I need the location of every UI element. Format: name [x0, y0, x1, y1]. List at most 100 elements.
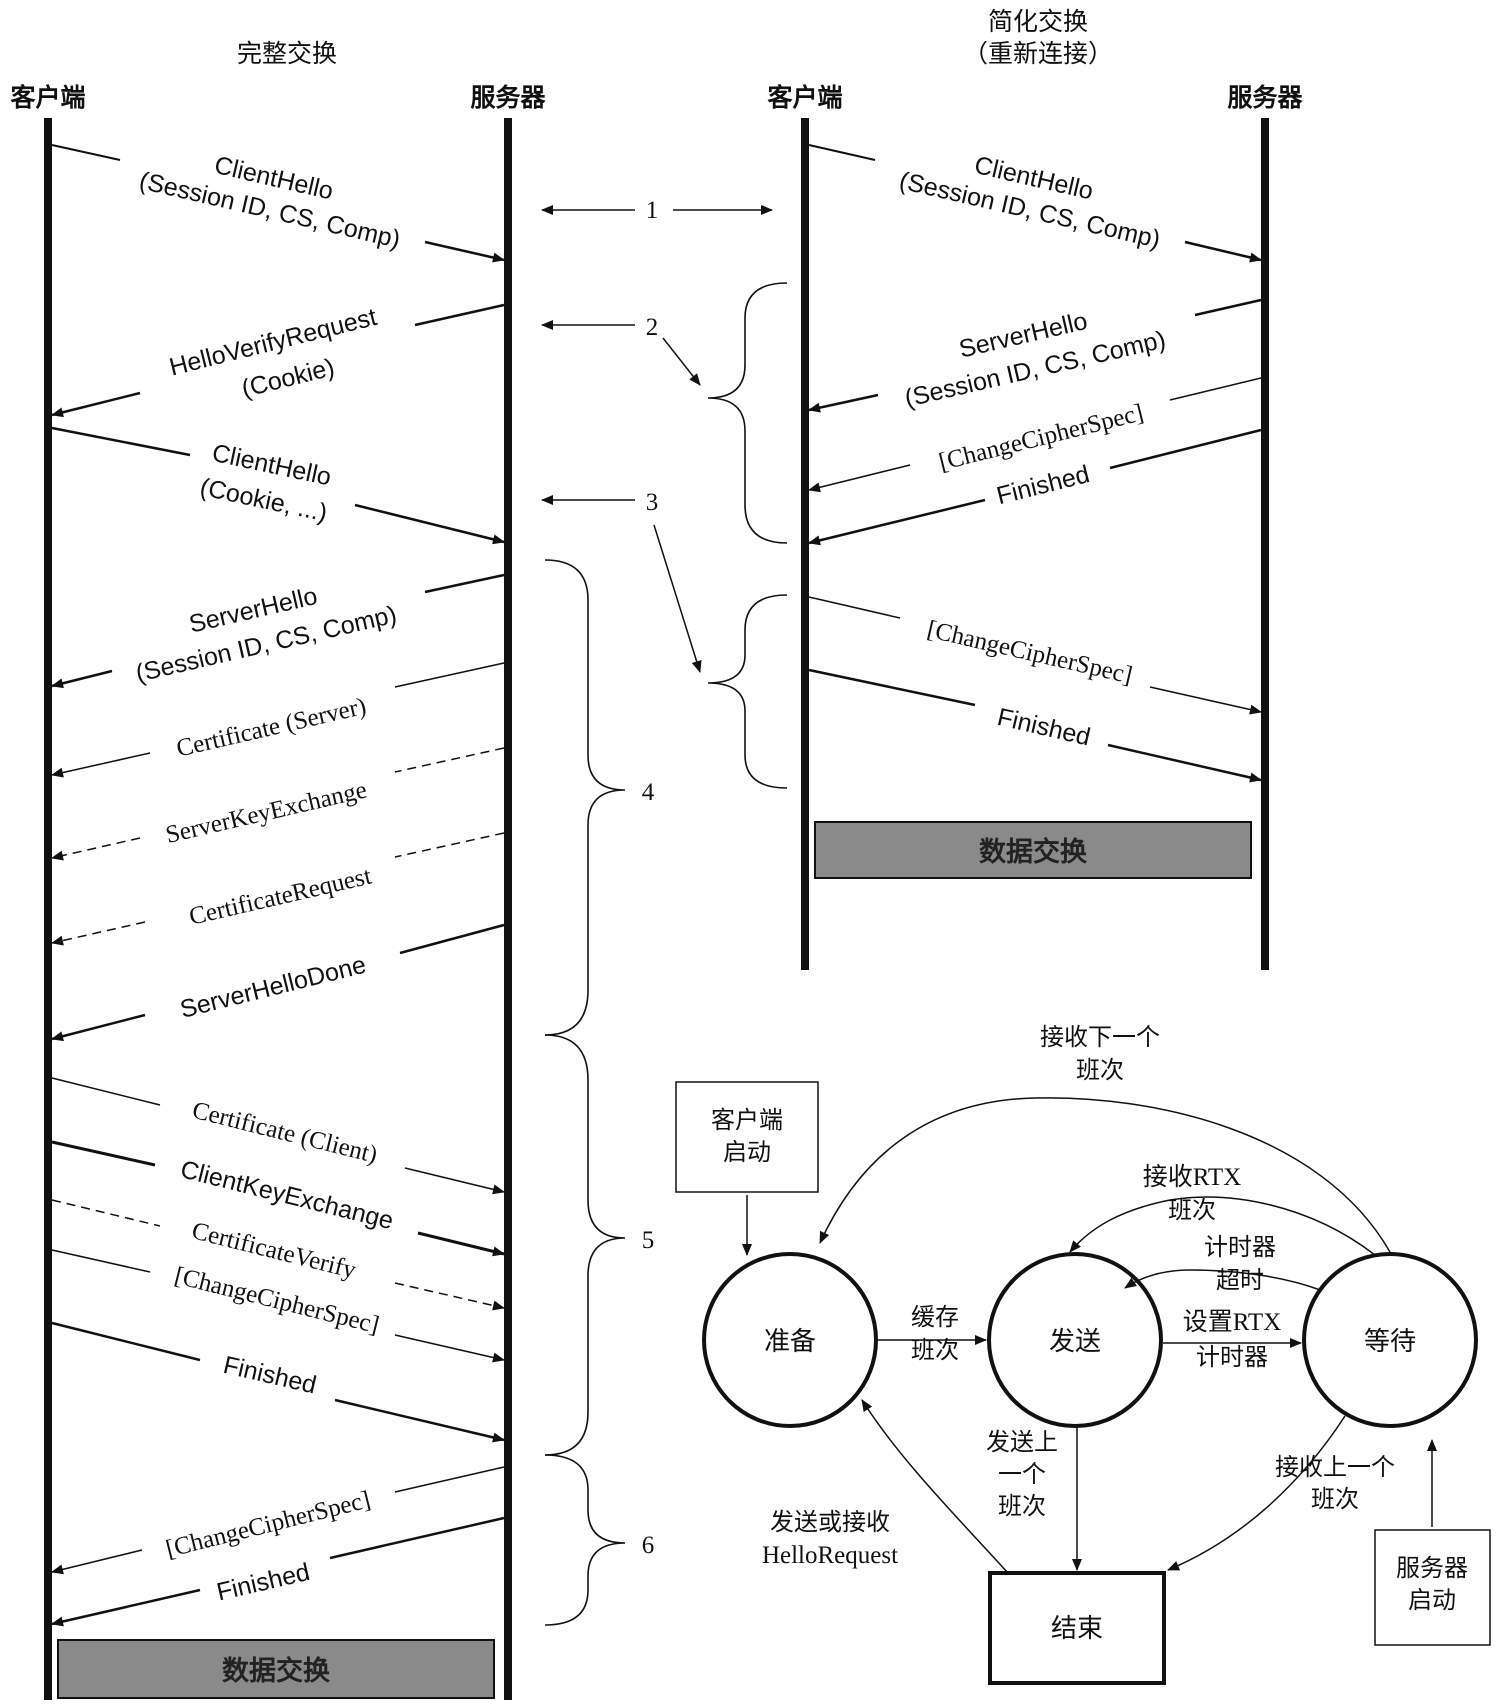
svg-text:发送上: 发送上: [986, 1428, 1058, 1456]
client-start-box: 客户端 启动: [675, 1081, 819, 1193]
server-start-box: 服务器 启动: [1374, 1529, 1491, 1646]
svg-text:等待: 等待: [1364, 1327, 1416, 1357]
label-receive-rtx-flight: 接收RTX 班次: [1143, 1163, 1242, 1224]
flight-number-1: 1: [541, 197, 773, 224]
svg-text:设置RTX: 设置RTX: [1183, 1308, 1282, 1336]
label-send-last-flight: 发送上 一个 班次: [986, 1428, 1058, 1520]
flight-number-2: 2: [541, 314, 701, 386]
brace-abbr-flight-3: [707, 594, 788, 789]
full-msg-change-cipher-spec-client: [ChangeCipherSpec]: [51, 1249, 505, 1363]
full-client-label: 客户端: [10, 83, 85, 112]
abbr-msg-client-hello: ClientHello (Session ID, CS, Comp): [808, 144, 1262, 263]
edge-wait-prepare: [819, 1097, 1391, 1253]
svg-text:班次: 班次: [911, 1336, 959, 1364]
svg-text:CertificateRequest: CertificateRequest: [187, 863, 374, 931]
flight-number-4: 4: [642, 779, 655, 806]
svg-text:结束: 结束: [1051, 1614, 1103, 1644]
label-hello-request: 发送或接收 HelloRequest: [762, 1508, 898, 1569]
svg-text:班次: 班次: [1168, 1196, 1216, 1224]
full-msg-change-cipher-spec-server: [ChangeCipherSpec]: [51, 1466, 505, 1575]
svg-text:发送: 发送: [1049, 1327, 1101, 1357]
svg-text:接收上一个: 接收上一个: [1275, 1453, 1395, 1481]
full-data-exchange-box: 数据交换: [57, 1639, 495, 1699]
svg-text:Certificate (Server): Certificate (Server): [174, 693, 369, 763]
svg-text:接收RTX: 接收RTX: [1143, 1163, 1242, 1191]
svg-text:启动: 启动: [723, 1138, 771, 1166]
svg-text:计时器: 计时器: [1204, 1233, 1276, 1261]
svg-text:Certificate (Client): Certificate (Client): [190, 1097, 380, 1169]
full-server-label: 服务器: [470, 83, 546, 112]
full-msg-client-hello: ClientHello (Session ID, CS, Comp): [51, 144, 505, 263]
brace-flight-5: [544, 1034, 626, 1456]
svg-text:[ChangeCipherSpec]: [ChangeCipherSpec]: [936, 399, 1146, 476]
svg-text:Finished: Finished: [994, 460, 1092, 510]
brace-abbr-flight-2: [707, 282, 788, 544]
svg-text:接收下一个: 接收下一个: [1040, 1023, 1160, 1051]
abbr-exchange-title: 简化交换: [988, 7, 1088, 36]
full-msg-finished-client: Finished: [51, 1321, 505, 1443]
label-timer-expires: 计时器 超时: [1204, 1233, 1276, 1294]
svg-text:数据交换: 数据交换: [979, 836, 1088, 868]
svg-text:班次: 班次: [1076, 1056, 1124, 1084]
full-msg-hello-verify-request: HelloVerifyRequest (Cookie): [51, 303, 505, 418]
braces: [544, 282, 788, 1626]
svg-text:1: 1: [646, 197, 659, 224]
abbr-data-exchange-box: 数据交换: [814, 821, 1252, 879]
edge-timer-expires: [1124, 1269, 1321, 1291]
svg-text:HelloRequest: HelloRequest: [762, 1542, 898, 1569]
edge-recv-rtx: [1069, 1196, 1376, 1256]
svg-text:ServerKeyExchange: ServerKeyExchange: [163, 776, 369, 849]
flight-number-5: 5: [642, 1227, 655, 1254]
svg-text:[ChangeCipherSpec]: [ChangeCipherSpec]: [925, 616, 1135, 689]
svg-text:发送或接收: 发送或接收: [770, 1508, 890, 1536]
svg-text:缓存: 缓存: [911, 1303, 959, 1331]
svg-text:启动: 启动: [1408, 1586, 1456, 1614]
full-msg-server-key-exchange: ServerKeyExchange: [51, 747, 505, 861]
full-msg-client-hello-cookie: ClientHello (Cookie, ...): [51, 426, 505, 545]
svg-text:班次: 班次: [1311, 1485, 1359, 1513]
full-exchange-title: 完整交换: [237, 39, 337, 68]
full-msg-certificate-server: Certificate (Server): [51, 662, 505, 778]
svg-text:一个: 一个: [998, 1460, 1046, 1488]
svg-text:计时器: 计时器: [1196, 1343, 1268, 1371]
svg-text:准备: 准备: [764, 1327, 816, 1357]
label-receive-next-flight: 接收下一个 班次: [1040, 1023, 1160, 1084]
svg-text:数据交换: 数据交换: [222, 1655, 331, 1687]
full-msg-server-hello-done: ServerHelloDone: [51, 923, 505, 1042]
svg-text:Finished: Finished: [214, 1558, 312, 1607]
abbr-client-label: 客户端: [767, 83, 842, 112]
svg-text:Finished: Finished: [995, 703, 1093, 752]
svg-text:2: 2: [646, 314, 659, 341]
svg-text:Finished: Finished: [221, 1351, 319, 1400]
edge-wait-finish: [1167, 1415, 1346, 1571]
label-set-rtx-timer: 设置RTX 计时器: [1183, 1308, 1282, 1371]
edge-finish-prepare: [861, 1399, 1009, 1574]
svg-text:服务器: 服务器: [1396, 1554, 1468, 1582]
state-send: 发送: [987, 1252, 1163, 1428]
svg-text:班次: 班次: [998, 1492, 1046, 1520]
abbr-msg-change-cipher-spec-client: [ChangeCipherSpec]: [808, 596, 1262, 715]
state-wait: 等待: [1302, 1252, 1478, 1428]
full-msg-certificate-client: Certificate (Client): [51, 1077, 505, 1195]
flight-number-6: 6: [642, 1532, 655, 1559]
state-prepare: 准备: [702, 1252, 878, 1428]
svg-text:超时: 超时: [1216, 1266, 1264, 1294]
full-msg-server-hello: ServerHello (Session ID, CS, Comp): [51, 573, 505, 689]
svg-text:[ChangeCipherSpec]: [ChangeCipherSpec]: [163, 1486, 373, 1563]
abbr-exchange-subtitle: （重新连接）: [963, 39, 1113, 68]
abbr-server-label: 服务器: [1227, 83, 1303, 112]
brace-flight-4: [544, 559, 626, 1036]
flight-number-3: 3: [541, 489, 702, 673]
label-buffer-flight: 缓存 班次: [911, 1303, 959, 1364]
brace-flight-6: [544, 1454, 626, 1626]
svg-text:3: 3: [646, 489, 659, 516]
svg-text:ServerHelloDone: ServerHelloDone: [177, 951, 368, 1024]
full-msg-certificate-request: CertificateRequest: [51, 832, 505, 946]
svg-text:客户端: 客户端: [711, 1106, 783, 1134]
label-receive-last-flight: 接收上一个 班次: [1275, 1453, 1395, 1513]
abbr-msg-finished-client: Finished: [808, 668, 1262, 783]
abbr-msg-server-hello: ServerHello (Session ID, CS, Comp): [808, 298, 1262, 413]
state-finish: 结束: [988, 1571, 1166, 1685]
